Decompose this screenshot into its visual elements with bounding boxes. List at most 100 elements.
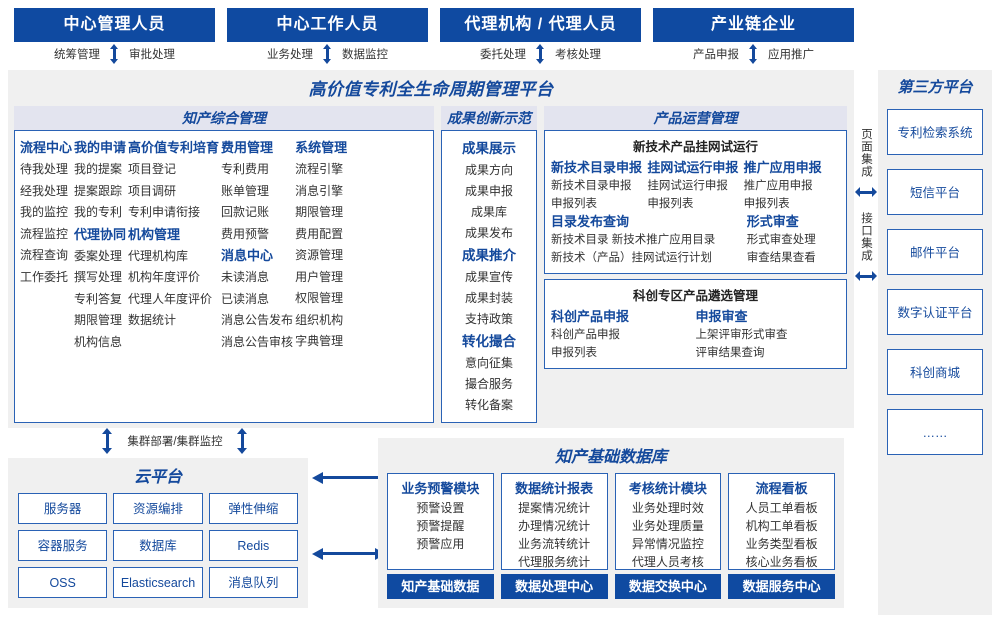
product-item-0-1-1-1[interactable]: 审查结果查看: [746, 252, 816, 264]
ach-item-0-1[interactable]: 成果申报: [464, 184, 513, 198]
km-item-1-0-2[interactable]: 我的专利: [74, 205, 123, 219]
kdb-item-3-1[interactable]: 机构工单看板: [745, 519, 818, 533]
product-item-0-1-0-1[interactable]: 新技术（产品）挂网试运行计划: [551, 252, 712, 264]
ach-item-1-0[interactable]: 成果宣传: [464, 270, 513, 284]
km-item-0-0-3[interactable]: 流程监控: [20, 226, 69, 241]
km-item-2-0-2[interactable]: 专利申请衔接: [128, 205, 201, 219]
third-party-item-1[interactable]: 短信平台: [887, 169, 983, 215]
km-item-3-1-3[interactable]: 消息公告审核: [221, 334, 294, 349]
km-item-3-0-2[interactable]: 回款记账: [221, 205, 270, 219]
km-column-0: 流程中心待我处理经我处理我的监控流程监控流程查询工作委托: [20, 137, 72, 416]
kdb-item-1-0[interactable]: 提案情况统计: [518, 501, 591, 515]
cloud-item-5[interactable]: Redis: [208, 530, 298, 561]
product-item-0-0-0-0[interactable]: 新技术目录申报: [551, 180, 632, 192]
ach-item-0-3[interactable]: 成果发布: [464, 226, 513, 240]
kdb-item-2-0[interactable]: 业务处理时效: [631, 501, 704, 515]
cloud-item-2[interactable]: 弹性伸缩: [208, 493, 298, 524]
km-item-1-1-3[interactable]: 期限管理: [74, 313, 123, 327]
third-party-item-5[interactable]: ……: [887, 409, 983, 455]
kdb-item-3-3[interactable]: 核心业务看板: [745, 555, 818, 569]
km-item-0-0-4[interactable]: 流程查询: [20, 248, 69, 262]
km-item-4-0-2[interactable]: 期限管理: [295, 205, 344, 219]
km-item-3-0-3[interactable]: 费用预警: [221, 226, 270, 241]
third-party-item-4[interactable]: 科创商城: [887, 349, 983, 395]
product-item-1-0-1-0[interactable]: 上架评审形式审查: [695, 329, 788, 341]
cloud-item-3[interactable]: 容器服务: [18, 530, 108, 561]
km-item-4-0-1[interactable]: 消息引擎: [295, 183, 344, 198]
kdb-item-2-1[interactable]: 业务处理质量: [631, 519, 704, 533]
km-item-1-0-1[interactable]: 提案跟踪: [74, 183, 123, 198]
km-item-0-0-0[interactable]: 待我处理: [20, 162, 69, 176]
product-item-0-0-1-0[interactable]: 挂网试运行申报: [647, 180, 728, 192]
km-item-3-0-1[interactable]: 账单管理: [221, 183, 270, 198]
third-party-item-3[interactable]: 数字认证平台: [887, 289, 983, 335]
kdb-item-0-0[interactable]: 预警设置: [416, 501, 465, 515]
cloud-item-4[interactable]: 数据库: [113, 530, 203, 561]
km-item-4-0-6[interactable]: 权限管理: [295, 291, 344, 305]
km-item-2-1-0[interactable]: 代理机构库: [128, 248, 189, 263]
km-item-4-0-7[interactable]: 组织机构: [295, 312, 344, 327]
product-item-0-0-1-1[interactable]: 申报列表: [647, 198, 694, 210]
km-item-1-1-4[interactable]: 机构信息: [74, 334, 123, 349]
km-item-3-1-1[interactable]: 已读消息: [221, 291, 270, 306]
kdb-item-0-1[interactable]: 预警提醒: [416, 519, 465, 533]
ach-item-2-2[interactable]: 转化备案: [464, 398, 513, 412]
km-item-2-1-2[interactable]: 代理人年度评价: [128, 291, 213, 306]
cloud-item-0[interactable]: 服务器: [18, 493, 108, 524]
cloud-item-8[interactable]: 消息队列: [208, 567, 298, 598]
km-item-3-0-0[interactable]: 专利费用: [221, 162, 270, 176]
product-row-1-0: 科创产品申报科创产品申报申报列表申报审查上架评审形式审查评审结果查询: [551, 308, 840, 362]
km-item-0-0-1[interactable]: 经我处理: [20, 183, 69, 198]
kdb-foot-0[interactable]: 知产基础数据: [387, 574, 494, 599]
kdb-item-2-2[interactable]: 异常情况监控: [631, 537, 704, 551]
ach-item-1-2[interactable]: 支持政策: [464, 312, 513, 326]
kdb-item-1-3[interactable]: 代理服务统计: [518, 555, 591, 569]
kdb-foot-3[interactable]: 数据服务中心: [728, 574, 835, 599]
km-item-4-0-8[interactable]: 字典管理: [295, 334, 344, 348]
ach-item-0-2[interactable]: 成果库: [470, 205, 507, 219]
km-item-4-0-5[interactable]: 用户管理: [295, 269, 344, 284]
km-item-0-0-5[interactable]: 工作委托: [20, 269, 69, 284]
km-item-3-1-0[interactable]: 未读消息: [221, 270, 270, 284]
cloud-item-1[interactable]: 资源编排: [113, 493, 203, 524]
km-item-4-0-4[interactable]: 资源管理: [295, 248, 344, 262]
km-item-2-0-1[interactable]: 项目调研: [128, 183, 177, 198]
product-item-1-0-0-0[interactable]: 科创产品申报: [551, 329, 620, 341]
product-item-1-0-1-1[interactable]: 评审结果查询: [695, 347, 765, 359]
third-party-item-0[interactable]: 专利检索系统: [887, 109, 983, 155]
km-item-1-1-1[interactable]: 撰写处理: [74, 270, 123, 284]
kdb-item-2-3[interactable]: 代理人员考核: [631, 555, 704, 569]
kdb-item-3-0[interactable]: 人员工单看板: [745, 501, 818, 515]
cloud-item-6[interactable]: OSS: [18, 567, 108, 598]
product-item-0-0-2-1[interactable]: 申报列表: [743, 198, 790, 210]
ach-item-0-0[interactable]: 成果方向: [464, 163, 513, 177]
km-item-2-0-0[interactable]: 项目登记: [128, 162, 177, 176]
km-item-1-1-0[interactable]: 委案处理: [74, 248, 123, 263]
km-item-2-1-3[interactable]: 数据统计: [128, 313, 177, 327]
km-item-1-0-0[interactable]: 我的提案: [74, 162, 123, 176]
product-item-0-0-2-0[interactable]: 推广应用申报: [743, 180, 813, 192]
ach-item-1-1[interactable]: 成果封装: [464, 291, 513, 305]
product-row-0-0: 新技术目录申报新技术目录申报申报列表挂网试运行申报挂网试运行申报申报列表推广应用…: [551, 159, 840, 213]
ach-item-2-1[interactable]: 撮合服务: [464, 377, 513, 391]
product-item-0-0-0-1[interactable]: 申报列表: [551, 198, 597, 210]
km-item-4-0-0[interactable]: 流程引擎: [295, 162, 344, 176]
third-party-item-2[interactable]: 邮件平台: [887, 229, 983, 275]
km-item-1-1-2[interactable]: 专利答复: [74, 291, 123, 306]
product-item-0-1-1-0[interactable]: 形式审查处理: [746, 234, 816, 246]
page-integration-arrow-icon: [855, 187, 877, 198]
kdb-item-1-2[interactable]: 业务流转统计: [518, 537, 591, 551]
km-item-4-0-3[interactable]: 费用配置: [295, 226, 344, 241]
kdb-item-0-2[interactable]: 预警应用: [416, 537, 465, 551]
product-item-0-1-0-0[interactable]: 新技术目录 新技术推广应用目录: [551, 234, 716, 246]
kdb-item-3-2[interactable]: 业务类型看板: [745, 537, 818, 551]
kdb-foot-2[interactable]: 数据交换中心: [614, 574, 722, 599]
product-item-1-0-0-1[interactable]: 申报列表: [551, 347, 597, 359]
ach-item-2-0[interactable]: 意向征集: [464, 356, 513, 370]
kdb-item-1-1[interactable]: 办理情况统计: [518, 519, 591, 533]
km-item-0-0-2[interactable]: 我的监控: [20, 205, 69, 219]
km-item-2-1-1[interactable]: 机构年度评价: [128, 270, 201, 284]
cloud-item-7[interactable]: Elasticsearch: [113, 567, 203, 598]
km-item-3-1-2[interactable]: 消息公告发布: [221, 313, 294, 327]
kdb-foot-1[interactable]: 数据处理中心: [500, 574, 608, 599]
